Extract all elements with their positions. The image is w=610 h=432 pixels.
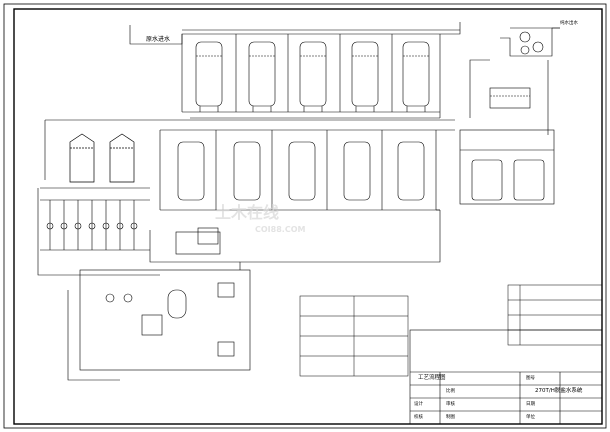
title-block	[409, 329, 603, 425]
symbol-legend	[507, 284, 603, 346]
top-filter-5	[402, 41, 430, 112]
legend-table	[299, 295, 409, 377]
right-vessels	[459, 129, 555, 205]
title-drawn-label: 制图	[446, 413, 455, 420]
title-drawing-name: 工艺流程图	[418, 373, 446, 381]
mid-filter-5	[397, 141, 425, 201]
pure-water-pumps	[469, 27, 560, 135]
watermark-main: 土木在线	[215, 203, 279, 222]
top-row-filters	[195, 41, 430, 112]
mid-filter-2	[233, 141, 261, 201]
title-designed-label: 设计	[414, 400, 423, 407]
mid-filter-3	[288, 141, 316, 201]
water-tank	[489, 87, 531, 109]
title-approved-label: 审核	[446, 400, 455, 407]
title-scale-label: 比例	[446, 387, 455, 394]
raw-water-inlet-label: 原水进水	[146, 35, 170, 43]
middle-row-filters	[159, 129, 455, 270]
pure-water-out-label: 纯水出水	[560, 19, 578, 26]
storage-tanks	[69, 133, 135, 183]
title-project-name: 270T/H脱盐水系统	[535, 386, 583, 394]
regeneration-system	[67, 227, 251, 381]
drawing-frame	[3, 3, 607, 429]
top-filter-1	[195, 41, 223, 112]
title-sheet-label: 图号	[526, 375, 535, 381]
watermark-sub: COI88.COM	[255, 225, 305, 234]
top-filter-2	[248, 41, 276, 112]
title-checked-label: 校核	[414, 413, 423, 420]
top-pipework	[44, 22, 461, 180]
top-filter-4	[351, 41, 379, 112]
dosing-pumps	[37, 187, 160, 276]
mid-filter-1	[177, 141, 205, 201]
top-filter-3	[299, 41, 327, 112]
title-date-label: 日期	[526, 401, 535, 407]
mid-filter-4	[343, 141, 371, 201]
title-company-label: 单位	[526, 413, 535, 420]
